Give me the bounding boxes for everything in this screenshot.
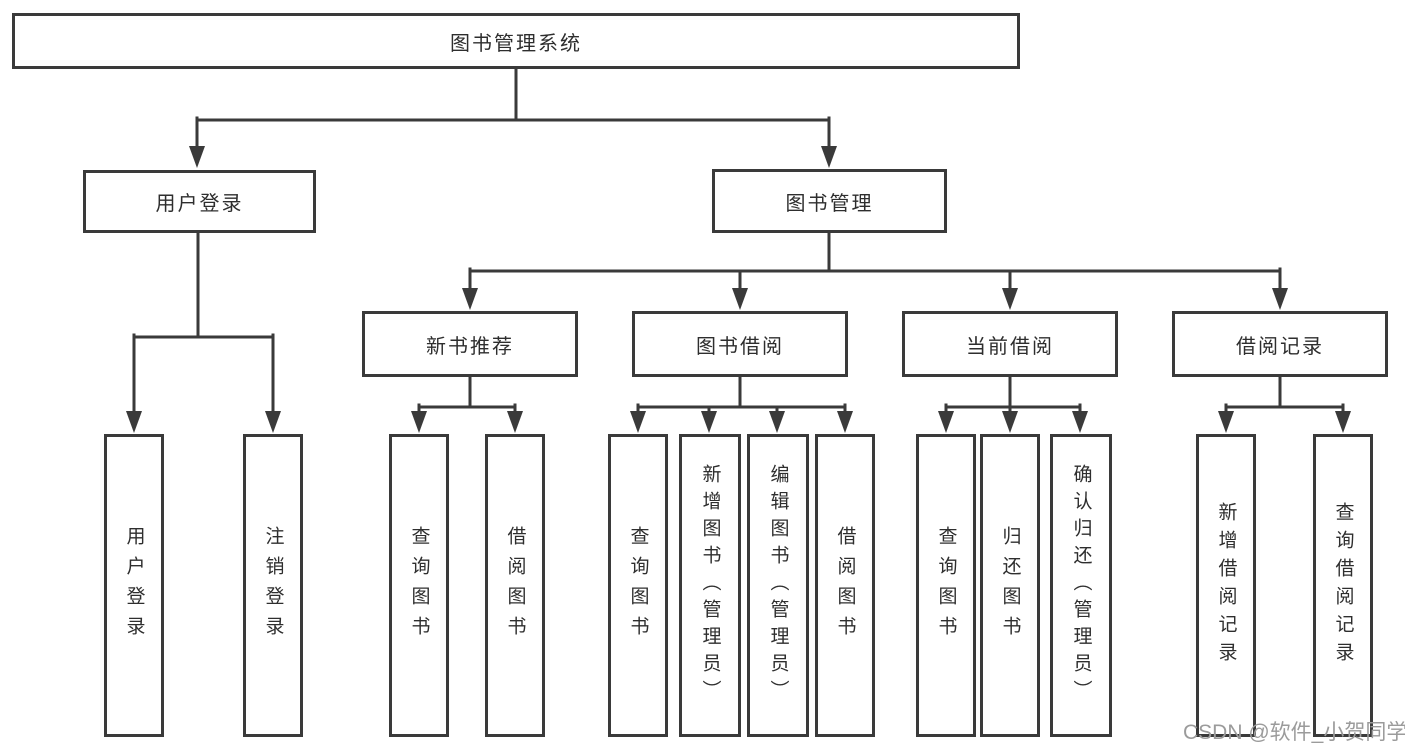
leaf-add-books-admin: 新增图书（管理员）	[679, 434, 741, 737]
node-label: 图书管理系统	[450, 32, 582, 55]
leaf-logout: 注销登录	[243, 434, 303, 737]
leaf-confirm-return-admin: 确认归还（管理员）	[1050, 434, 1112, 737]
node-label: 注销登录	[262, 525, 284, 646]
node-label: 新增图书（管理员）	[699, 464, 721, 707]
node-label: 新增借阅记录	[1215, 501, 1237, 670]
leaf-query-books-borrow: 查询图书	[608, 434, 668, 737]
node-label: 新书推荐	[426, 335, 514, 358]
leaf-query-books-current: 查询图书	[916, 434, 976, 737]
node-label: 图书管理	[785, 192, 874, 215]
node-label: 当前借阅	[966, 335, 1054, 358]
node-label: 归还图书	[999, 525, 1021, 646]
node-label: 借阅图书	[504, 525, 526, 646]
node-label: 借阅记录	[1236, 335, 1324, 358]
leaf-borrow-books-recommend: 借阅图书	[485, 434, 545, 737]
csdn-watermark: CSDN @软件_小贺同学	[1183, 721, 1405, 744]
leaf-query-books-recommend: 查询图书	[389, 434, 449, 737]
node-label: 确认归还（管理员）	[1070, 464, 1092, 707]
node-label: 查询图书	[408, 525, 430, 646]
leaf-add-borrow-record: 新增借阅记录	[1196, 434, 1256, 737]
node-label: 借阅图书	[834, 525, 856, 646]
leaf-borrow-books: 借阅图书	[815, 434, 875, 737]
node-label: 查询借阅记录	[1332, 501, 1354, 670]
node-label: 查询图书	[627, 525, 649, 646]
node-borrow-records: 借阅记录	[1172, 311, 1388, 377]
node-root-library-system: 图书管理系统	[12, 13, 1020, 69]
node-user-login: 用户登录	[83, 170, 316, 233]
leaf-edit-books-admin: 编辑图书（管理员）	[747, 434, 809, 737]
node-current-borrow: 当前借阅	[902, 311, 1118, 377]
node-book-borrow: 图书借阅	[632, 311, 848, 377]
arrowheads	[126, 146, 1351, 433]
node-label: 图书借阅	[696, 335, 784, 358]
node-label: 查询图书	[935, 525, 957, 646]
leaf-user-login: 用户登录	[104, 434, 164, 737]
node-label: 编辑图书（管理员）	[767, 464, 789, 707]
node-new-book-recommend: 新书推荐	[362, 311, 578, 377]
node-book-management: 图书管理	[712, 169, 947, 233]
leaf-return-books: 归还图书	[980, 434, 1040, 737]
leaf-query-borrow-record: 查询借阅记录	[1313, 434, 1373, 737]
node-label: 用户登录	[155, 193, 244, 215]
node-label: 用户登录	[123, 525, 145, 646]
